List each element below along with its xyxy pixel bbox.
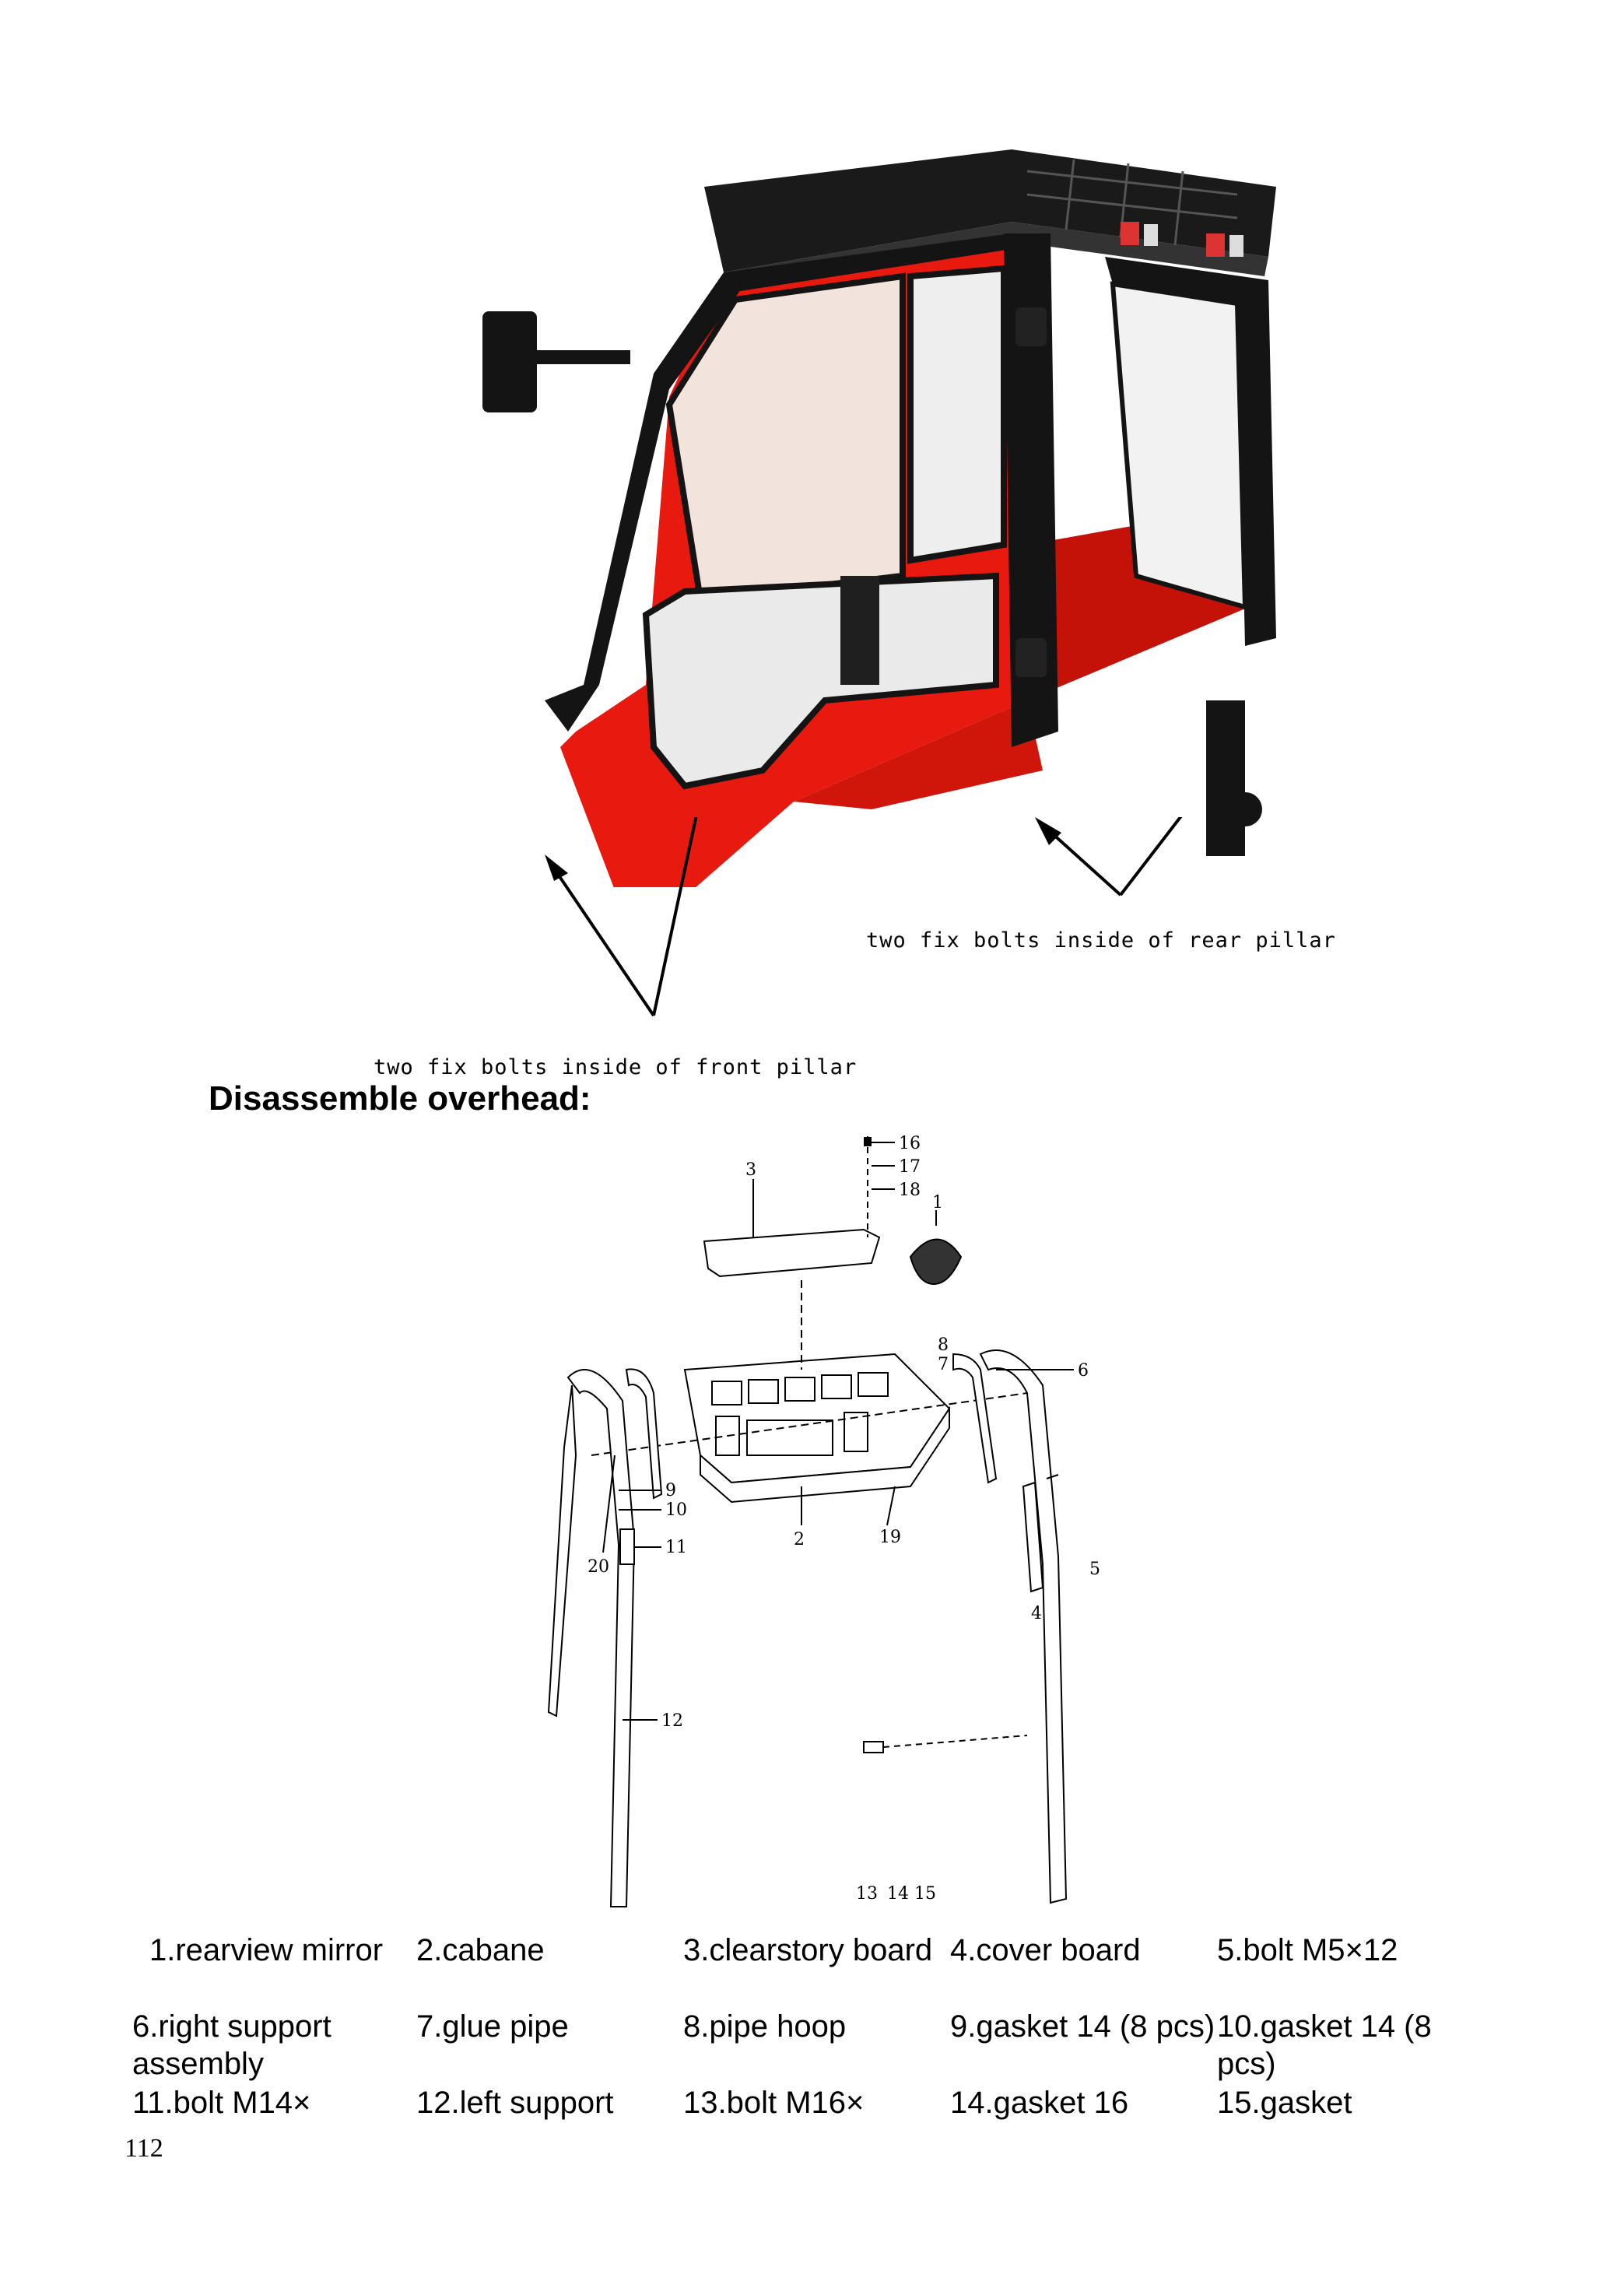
callout-15: 15: [914, 1884, 936, 1904]
callout-2: 2: [794, 1530, 805, 1549]
section-title: Disassemble overhead:: [209, 1079, 591, 1118]
table-row: 11.bolt M14× 12.left support 13.bolt M16…: [132, 2084, 1484, 2131]
callout-17: 17: [899, 1157, 921, 1177]
part-cell: 8.pipe hoop: [683, 2009, 847, 2044]
parts-table: 1.rearview mirror 2.cabane 3.clearstory …: [132, 1932, 1484, 2131]
exploded-view-drawing: 16 17 18 3 1 8 7 6 2 9 10 11 20 19 5 4 1…: [547, 1134, 1100, 1907]
callout-10: 10: [665, 1500, 687, 1520]
part-cell: 3.clearstory board: [683, 1933, 933, 1967]
part-cell: 7.glue pipe: [416, 2009, 569, 2044]
rear-pillar-note: two fix bolts inside of rear pillar: [866, 928, 1336, 953]
callout-13: 13: [856, 1884, 878, 1904]
callout-14: 14: [887, 1884, 909, 1904]
callout-16: 16: [899, 1134, 921, 1153]
part-cell: 6.right support assembly: [132, 2009, 331, 2081]
part-cell: 4.cover board: [950, 1933, 1141, 1967]
page-number: 112: [125, 2134, 163, 2163]
part-cell: 15.gasket: [1217, 2086, 1352, 2120]
part-cell: 10.gasket 14 (8 pcs): [1217, 2009, 1432, 2081]
part-cell: 12.left support: [416, 2086, 614, 2120]
part-cell: 1.rearview mirror: [149, 1933, 384, 1967]
callout-7: 7: [938, 1355, 949, 1374]
callout-6: 6: [1078, 1361, 1089, 1381]
table-row: 1.rearview mirror 2.cabane 3.clearstory …: [132, 1932, 1484, 2008]
callout-5: 5: [1089, 1560, 1100, 1579]
part-cell: 9.gasket 14 (8 pcs): [950, 2009, 1215, 2044]
callout-19: 19: [879, 1528, 901, 1547]
front-pillar-note: two fix bolts inside of front pillar: [374, 1055, 858, 1079]
part-cell: 14.gasket 16: [950, 2086, 1129, 2120]
callout-3: 3: [745, 1160, 756, 1180]
callout-11: 11: [665, 1538, 687, 1557]
callout-20: 20: [588, 1557, 609, 1577]
callout-1: 1: [932, 1193, 943, 1212]
table-row: 6.right support assembly 7.glue pipe 8.p…: [132, 2008, 1484, 2084]
callout-9: 9: [665, 1481, 676, 1500]
part-cell: 5.bolt M5×12: [1217, 1933, 1398, 1967]
cab-illustration: [482, 149, 1276, 887]
part-cell: 13.bolt M16×: [683, 2086, 865, 2120]
callout-12: 12: [661, 1711, 683, 1731]
part-cell: 2.cabane: [416, 1933, 545, 1967]
part-cell: 11.bolt M14×: [132, 2086, 311, 2120]
callout-4: 4: [1031, 1604, 1042, 1623]
callout-arrows: [545, 817, 1183, 1017]
callout-18: 18: [899, 1181, 921, 1200]
callout-8: 8: [938, 1335, 949, 1355]
